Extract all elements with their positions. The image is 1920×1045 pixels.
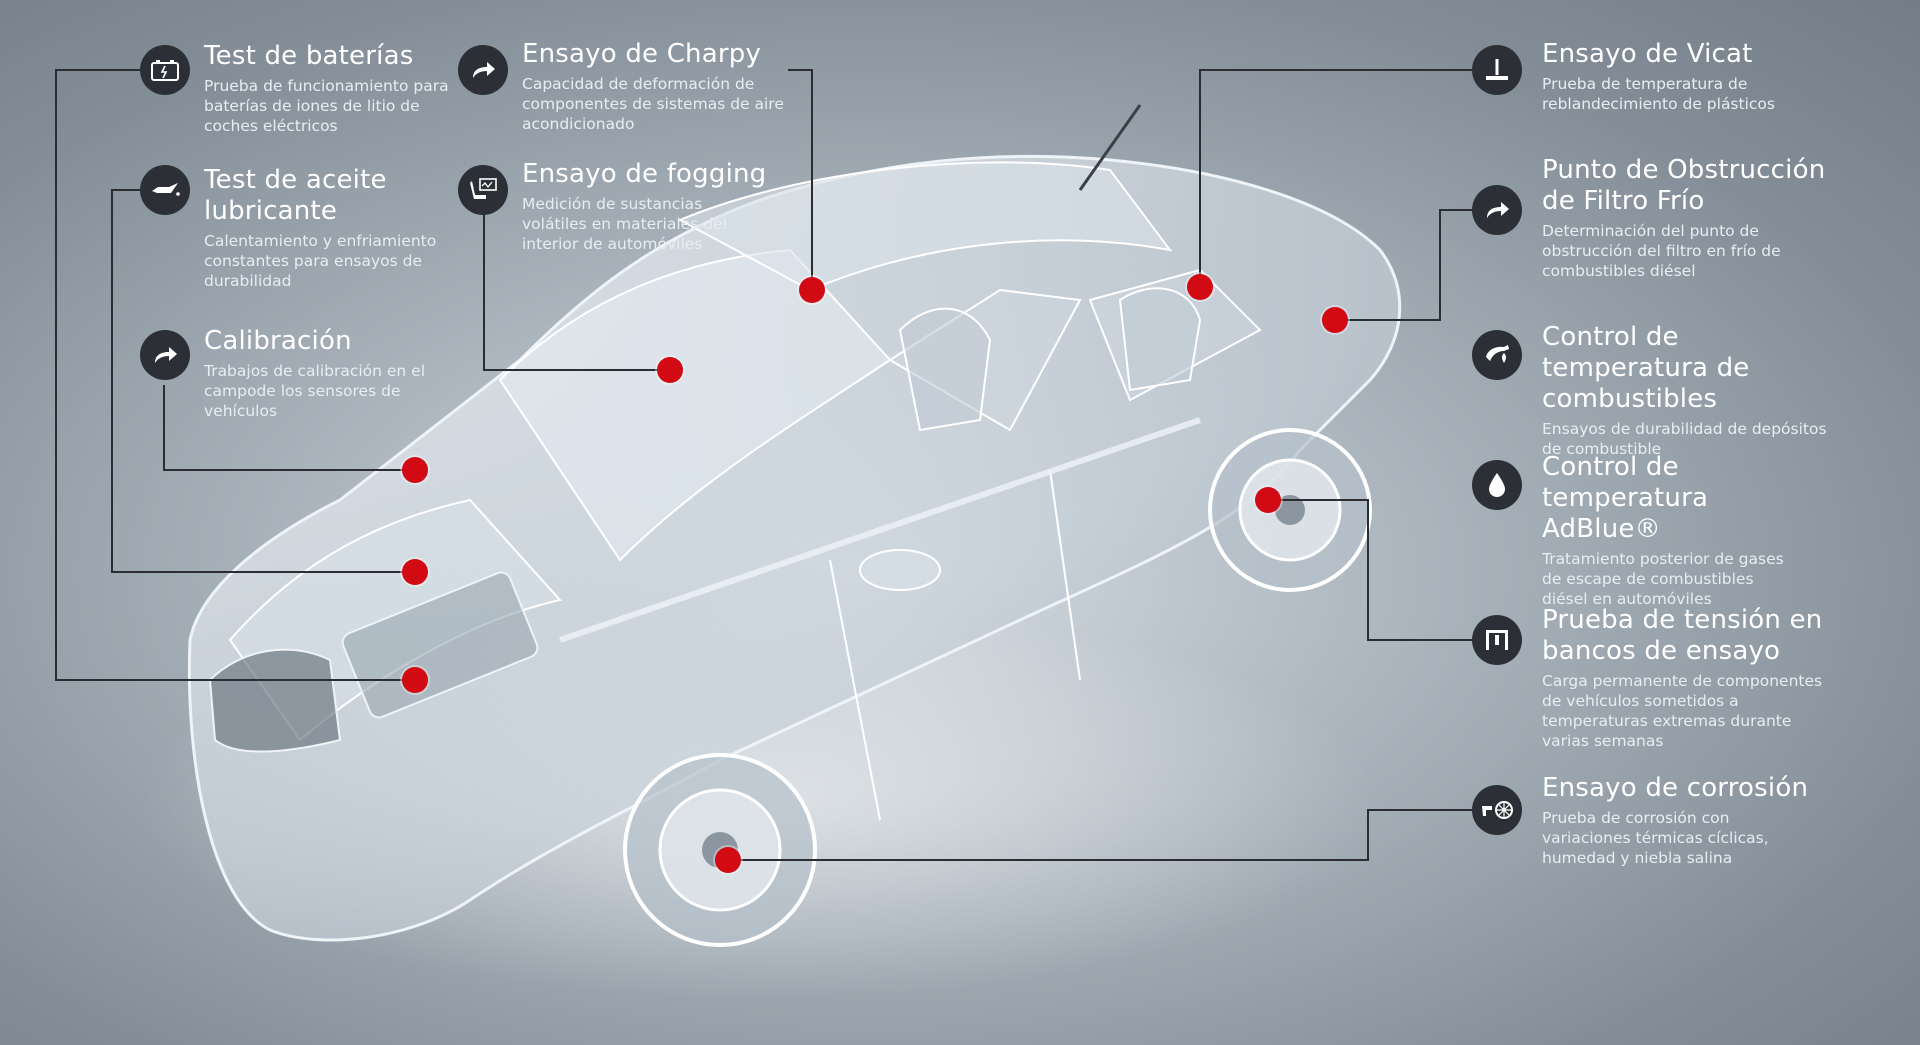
item-description: Determinación del punto de obstrucción d…: [1542, 222, 1781, 280]
item-description: Medición de sustancias volátiles en mate…: [522, 195, 727, 253]
item-title: Ensayo de Charpy: [522, 39, 762, 69]
hotspot-vicat[interactable]: [1187, 274, 1213, 300]
test-bench-icon: [1472, 615, 1522, 665]
arrow-icon: [1472, 185, 1522, 235]
item-title: Prueba de tensión en bancos de ensayo: [1542, 605, 1823, 666]
item-description: Ensayos de durabilidad de depósitos de c…: [1542, 420, 1827, 458]
item-title: Test de aceite lubricante: [204, 165, 387, 226]
item-title: Test de baterías: [204, 41, 414, 71]
item-description: Prueba de funcionamiento para baterías d…: [204, 77, 449, 135]
drop-icon: [1472, 460, 1522, 510]
item-title: Ensayo de fogging: [522, 159, 767, 189]
item-title: Calibración: [204, 326, 352, 356]
seat-monitor-icon: [458, 165, 508, 215]
item-description: Capacidad de deformación de componentes …: [522, 75, 784, 133]
hotspot-calibracion[interactable]: [402, 457, 428, 483]
hotspot-filtro[interactable]: [1322, 307, 1348, 333]
item-title: Control de temperatura AdBlue®: [1542, 452, 1709, 544]
hotspot-baterias[interactable]: [402, 667, 428, 693]
item-title: Punto de Obstrucción de Filtro Frío: [1542, 155, 1826, 216]
item-description: Prueba de corrosión con variaciones térm…: [1542, 809, 1769, 867]
item-title: Ensayo de corrosión: [1542, 773, 1809, 803]
oil-can-icon: [140, 165, 190, 215]
battery-icon: [140, 45, 190, 95]
item-description: Calentamiento y enfriamiento constantes …: [204, 232, 437, 290]
item-description: Carga permanente de componentes de vehíc…: [1542, 672, 1823, 750]
fuel-nozzle-icon: [1472, 330, 1522, 380]
hotspot-corrosion[interactable]: [715, 847, 741, 873]
item-description: Tratamiento posterior de gases de escape…: [1542, 550, 1784, 608]
hotspot-aceite[interactable]: [402, 559, 428, 585]
item-title: Control de temperatura de combustibles: [1542, 322, 1750, 414]
item-description: Trabajos de calibración en el campode lo…: [204, 362, 426, 420]
arrow-icon: [458, 45, 508, 95]
hotspot-tension[interactable]: [1255, 487, 1281, 513]
spray-wheel-icon: [1472, 785, 1522, 835]
hotspot-fogging[interactable]: [657, 357, 683, 383]
needle-icon: [1472, 45, 1522, 95]
item-description: Prueba de temperatura de reblandecimient…: [1542, 75, 1775, 113]
arrow-icon: [140, 330, 190, 380]
hotspot-charpy[interactable]: [799, 277, 825, 303]
item-title: Ensayo de Vicat: [1542, 39, 1753, 69]
